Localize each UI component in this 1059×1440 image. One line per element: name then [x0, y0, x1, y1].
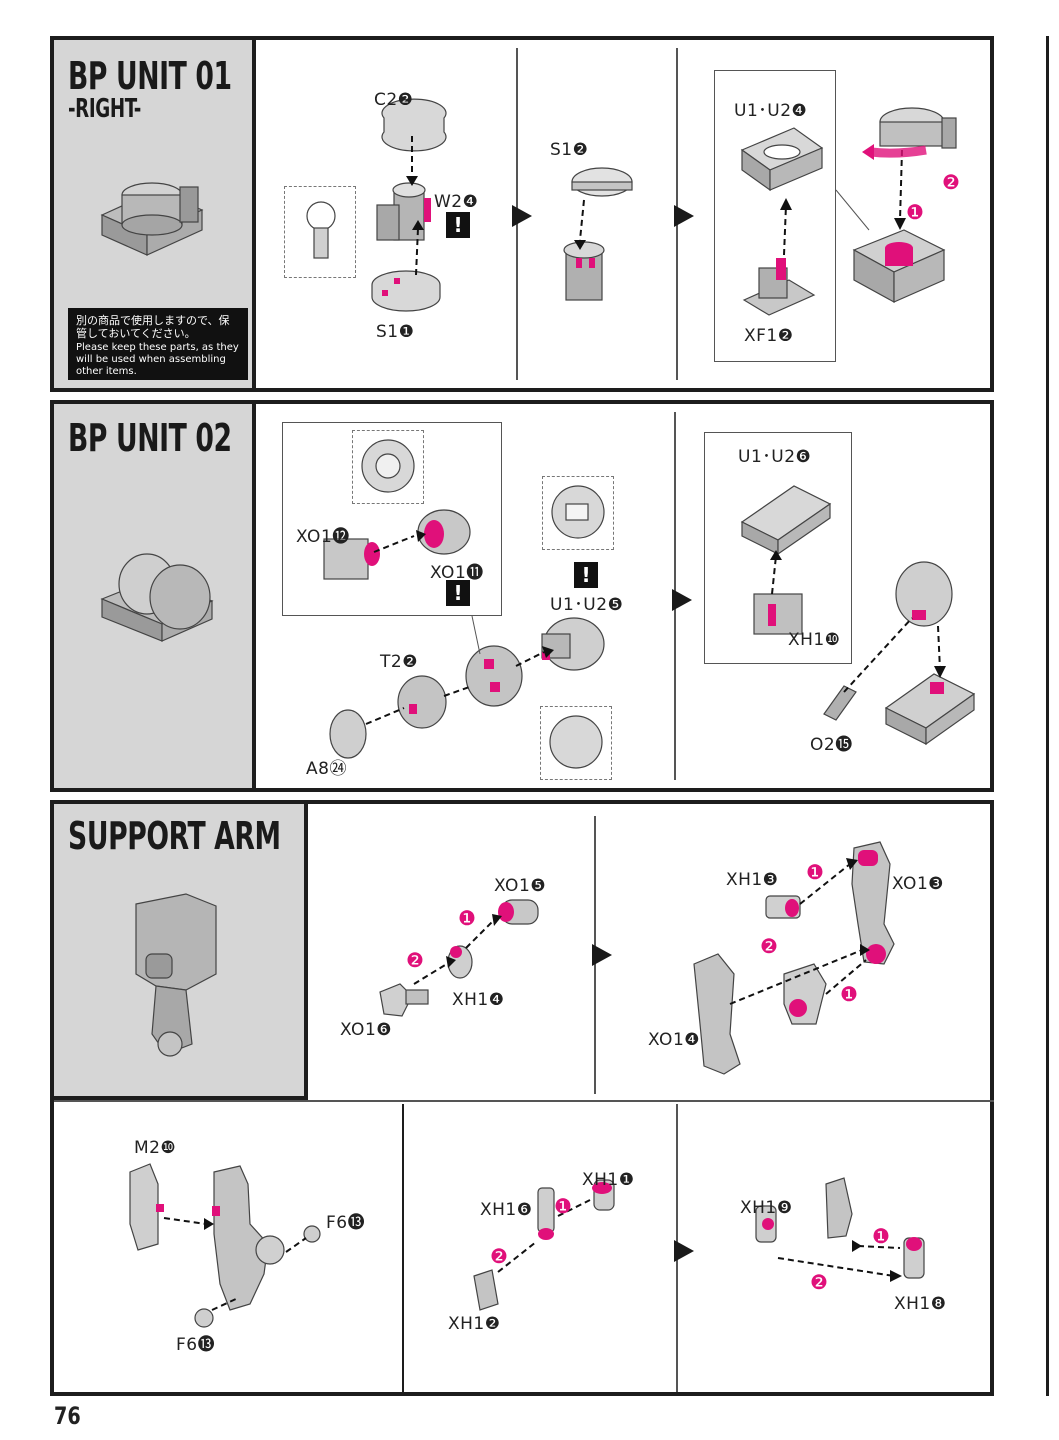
step-badge-1: ❶ — [906, 200, 925, 224]
label-s1-2: S1❷ — [550, 140, 589, 160]
bottom-step-badge-1: ❶ — [554, 1194, 573, 1218]
xo1-detail-box — [282, 422, 502, 616]
label-t2: T2❷ — [380, 652, 418, 672]
bp-unit-02-section: BP UNIT 02 — [50, 400, 994, 792]
support-arm-step2-illustration — [693, 841, 895, 1075]
bottom-step1-illustration — [129, 1163, 925, 1328]
next-page-edge-frame — [1046, 36, 1059, 1396]
bp02-step1-illustration — [323, 439, 605, 769]
bp-unit-01-section: BP UNIT 01 -RIGHT- 別の商品で使用しますので、保管しておいてく… — [50, 36, 994, 392]
keep-parts-note-en: Please keep these parts, as they will be… — [76, 342, 239, 377]
label-xh1-10: XH1❿ — [788, 630, 841, 650]
bottom-row-top-line — [308, 1100, 994, 1102]
arm2-step-badge-2: ❷ — [760, 934, 779, 958]
arm2-step-badge-1: ❶ — [806, 860, 825, 884]
label-xo1-3: XO1❸ — [892, 874, 944, 894]
label-s1-1: S1❶ — [376, 322, 415, 342]
label-xo1-11: XO1⓫ — [430, 563, 484, 583]
label-m2: M2❿ — [134, 1138, 177, 1158]
label-xf1: XF1❷ — [744, 326, 794, 346]
bp01-step1-illustration — [306, 98, 447, 312]
arm-step-badge-2: ❷ — [406, 948, 425, 972]
label-xh1-4: XH1❹ — [452, 990, 505, 1010]
support-arm-title: SUPPORT ARM — [68, 814, 281, 858]
keep-parts-note: 別の商品で使用しますので、保管しておいてください。 Please keep th… — [68, 308, 248, 380]
bp-unit-01-preview-image — [100, 182, 204, 256]
support-arm-step1-illustration — [379, 899, 539, 1017]
label-f6-upper: F6⓭ — [326, 1213, 366, 1233]
next-step-arrow-icon — [512, 205, 532, 227]
label-u1u2-5: U1･U2❺ — [550, 595, 624, 615]
label-u1u2-4: U1･U2❹ — [734, 101, 808, 121]
bottom-step-badge-2: ❷ — [490, 1244, 509, 1268]
label-xh1-8: XH1❽ — [894, 1294, 947, 1314]
page-number: 76 — [54, 1402, 81, 1430]
label-c2: C2❷ — [374, 90, 414, 110]
label-w2: W2❹ — [434, 192, 479, 212]
label-f6-lower: F6⓭ — [176, 1335, 216, 1355]
bp01-step3-illustration — [740, 107, 957, 316]
label-xo1-4: XO1❹ — [648, 1030, 700, 1050]
bp01-step2-illustration — [563, 167, 633, 301]
next-step-arrow-icon-5 — [674, 1240, 694, 1262]
label-xh1-9: XH1❾ — [740, 1198, 793, 1218]
bp-unit-01-subtitle: -RIGHT- — [68, 94, 141, 124]
bp-unit-02-title: BP UNIT 02 — [68, 416, 232, 460]
u1u2-6-box — [704, 432, 852, 664]
label-xh1-6: XH1❻ — [480, 1200, 533, 1220]
next-step-arrow-icon-2 — [674, 205, 694, 227]
label-a8: A8㉔ — [306, 759, 347, 779]
u1u2-assembly-box — [714, 70, 836, 362]
bp-unit-02-preview-image — [100, 553, 214, 642]
caution-icon: ! — [446, 212, 470, 238]
label-xh1-3: XH1❸ — [726, 870, 779, 890]
bp02-step2-illustration — [740, 485, 976, 746]
label-xo1-5: XO1❺ — [494, 876, 546, 896]
label-xh1-2: XH1❷ — [448, 1314, 501, 1334]
label-xo1-12: XO1⓬ — [296, 527, 350, 547]
label-xo1-6: XO1❻ — [340, 1020, 392, 1040]
label-xh1-1: XH1❶ — [582, 1170, 635, 1190]
arm-step-badge-1: ❶ — [458, 906, 477, 930]
bottom3-step-badge-1: ❶ — [872, 1224, 891, 1248]
support-arm-preview-image — [135, 893, 217, 1057]
bottom-left-border — [54, 1100, 310, 1102]
support-arm-section: SUPPORT ARM XO1❺ XH1❹ XO1❻ ❶ ❷ — [50, 800, 994, 1396]
caution-icon-u1u2: ! — [574, 562, 598, 588]
step-badge-2: ❷ — [942, 170, 961, 194]
bottom-step-divider-1 — [402, 1104, 404, 1392]
next-step-arrow-icon-4 — [592, 944, 612, 966]
arm2-step-badge-1b: ❶ — [840, 982, 859, 1006]
label-o2: O2⓯ — [810, 735, 853, 755]
label-u1u2-6: U1･U2❻ — [738, 447, 812, 467]
bottom3-step-badge-2: ❷ — [810, 1270, 829, 1294]
bp-unit-01-title: BP UNIT 01 — [68, 54, 232, 98]
caution-icon-xo1: ! — [446, 580, 470, 606]
keep-parts-note-jp: 別の商品で使用しますので、保管しておいてください。 — [76, 314, 230, 340]
next-step-arrow-icon-3 — [672, 589, 692, 611]
